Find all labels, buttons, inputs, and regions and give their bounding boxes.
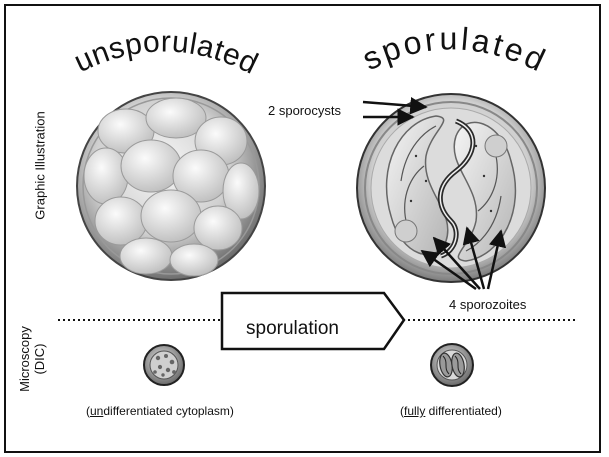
- figure-frame: unsporulated sporulated: [4, 4, 601, 453]
- unsporulated-oocyst-illustration: [77, 92, 265, 280]
- title-unsporulated: unsporulated: [69, 25, 263, 80]
- side-label-microscopy: Microscopy (DIC): [17, 314, 47, 404]
- caption-sporulated: (fully differentiated): [400, 404, 502, 418]
- caption-sporulated-rest: differentiated): [425, 404, 502, 418]
- title-sporulated: sporulated: [357, 20, 554, 79]
- label-sporulation: sporulation: [246, 318, 339, 340]
- micrograph-unsporulated: [144, 345, 184, 385]
- sporulated-oocyst-illustration: [357, 94, 545, 282]
- side-label-microscopy-line2: (DIC): [32, 314, 47, 404]
- side-label-graphic: Graphic Illustration: [33, 106, 48, 226]
- micrograph-sporulated: [431, 344, 473, 386]
- label-sporocysts: 2 sporocysts: [268, 103, 341, 118]
- caption-unsporulated-rest: differentiated cytoplasm): [103, 404, 234, 418]
- label-sporozoites: 4 sporozoites: [449, 297, 526, 312]
- caption-sporulated-underlined: fully: [404, 404, 425, 418]
- side-label-microscopy-line1: Microscopy: [17, 314, 32, 404]
- caption-unsporulated: (undifferentiated cytoplasm): [86, 404, 234, 418]
- caption-unsporulated-underlined: un: [90, 404, 103, 418]
- figure-canvas: unsporulated sporulated: [6, 6, 603, 455]
